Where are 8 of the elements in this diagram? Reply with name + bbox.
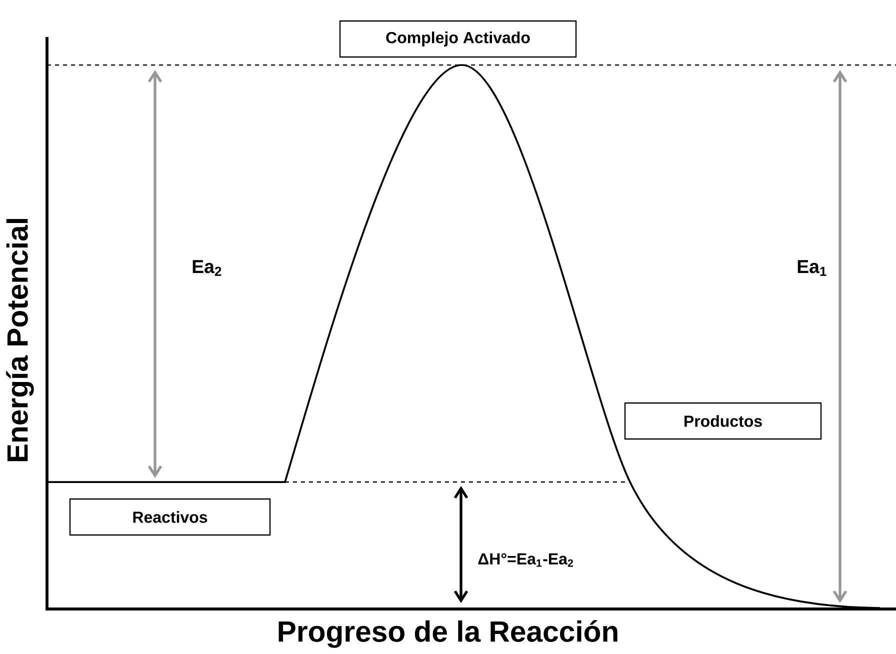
label-box: Reactivos [69,498,271,536]
label-box: Complejo Activado [339,20,577,58]
axis-title: Energía Potencial [6,219,34,462]
arrow-label: Ea$_{2}$ [192,260,222,276]
arrow-label: ΔH°=Ea$_{1}$-Ea$_{2}$ [478,553,573,567]
arrow-label: Ea$_{1}$ [798,260,826,276]
label-box: Productos [624,402,822,440]
axis-title: Progreso de la Reacción [278,620,618,648]
